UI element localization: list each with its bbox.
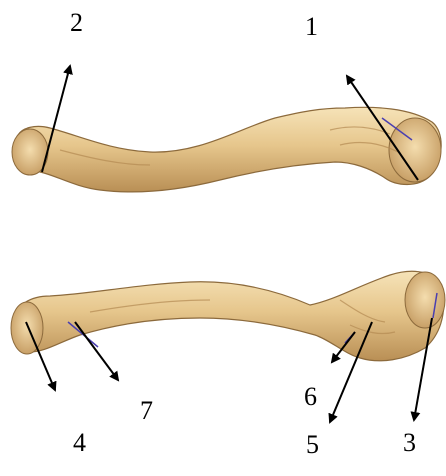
lower-clavicle-shaft [14,271,444,360]
label-7: 7 [140,398,153,424]
label-2: 2 [70,10,83,36]
label-4: 4 [73,430,86,456]
lower-acromial-end [405,272,445,328]
lower-clavicle [11,271,445,360]
lower-sternal-end [11,302,43,354]
label-6: 6 [304,384,317,410]
label-5: 5 [306,432,319,458]
label-1: 1 [305,14,318,40]
label-3: 3 [403,430,416,456]
